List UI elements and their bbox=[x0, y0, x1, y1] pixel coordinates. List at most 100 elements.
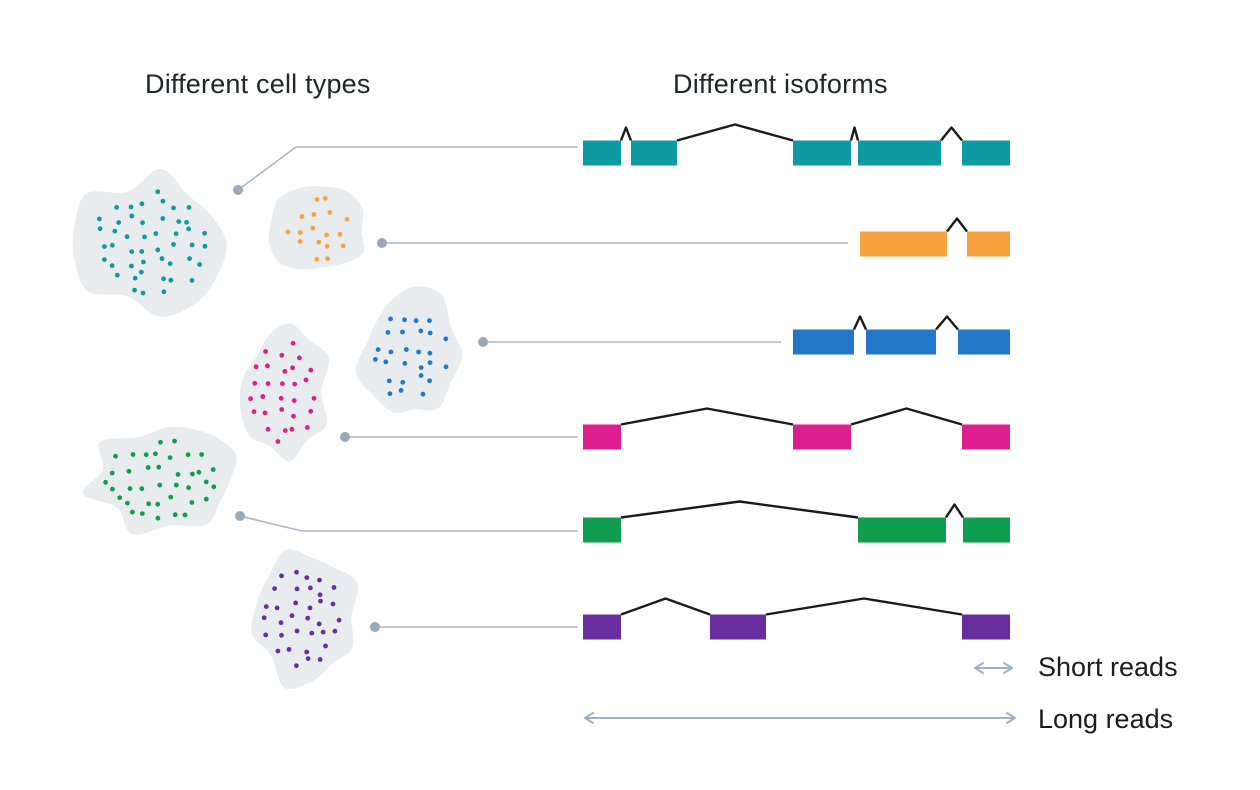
cell-dot bbox=[252, 380, 258, 386]
cell-dot bbox=[400, 329, 405, 335]
exon-block bbox=[793, 329, 854, 355]
cell-dot bbox=[337, 231, 343, 237]
cell-dot bbox=[280, 381, 285, 387]
cell-dot bbox=[418, 365, 424, 370]
intron-line bbox=[946, 217, 968, 233]
cell-dot bbox=[304, 425, 310, 430]
cell-dot bbox=[317, 577, 322, 583]
cell-dot bbox=[146, 501, 152, 507]
cell-dot bbox=[297, 355, 302, 361]
exon-block bbox=[962, 424, 1010, 450]
exon-block bbox=[860, 231, 947, 257]
exon-block bbox=[583, 140, 621, 166]
cell-dot bbox=[186, 485, 192, 491]
cell-dot bbox=[320, 629, 326, 635]
cell-dot bbox=[418, 328, 424, 334]
cell-dot bbox=[130, 509, 135, 515]
connector-dot bbox=[377, 238, 387, 248]
cell-dot bbox=[402, 361, 408, 366]
long-reads-label: Long reads bbox=[1038, 704, 1174, 734]
cell-dot bbox=[155, 501, 161, 507]
teal-connector bbox=[233, 146, 578, 195]
cell-dot bbox=[196, 469, 202, 475]
cell-dot bbox=[126, 468, 132, 474]
cell-dot bbox=[153, 231, 159, 236]
cell-dot bbox=[172, 512, 178, 518]
cell-dot bbox=[308, 408, 314, 414]
cell-dot bbox=[297, 230, 303, 236]
cell-dot bbox=[317, 592, 323, 598]
purple-isoform bbox=[583, 597, 1010, 640]
teal-cell-cluster-blob bbox=[72, 168, 227, 317]
intron-line bbox=[620, 500, 859, 519]
exon-block bbox=[858, 517, 946, 543]
short-reads-arrow-icon bbox=[974, 662, 1013, 674]
cell-dot bbox=[265, 363, 270, 369]
cell-dot bbox=[427, 318, 432, 324]
intron-line bbox=[849, 126, 860, 141]
cell-dot bbox=[443, 336, 449, 342]
cell-dot bbox=[427, 378, 432, 384]
blue-connector bbox=[478, 337, 781, 347]
cell-dot bbox=[308, 367, 314, 373]
cell-dot bbox=[402, 317, 407, 323]
purple-cell-cluster bbox=[251, 549, 359, 690]
exon-block bbox=[583, 614, 621, 640]
cell-dot bbox=[176, 219, 182, 225]
green-cell-cluster bbox=[82, 426, 237, 535]
exon-block bbox=[793, 140, 851, 166]
cell-dot bbox=[282, 428, 288, 433]
cell-dot bbox=[186, 205, 192, 210]
orange-isoform bbox=[860, 217, 1010, 257]
cell-dot bbox=[155, 247, 161, 253]
cell-dot bbox=[173, 231, 179, 237]
cell-dot bbox=[294, 586, 300, 592]
cell-dot bbox=[182, 512, 188, 518]
cell-dot bbox=[260, 394, 266, 399]
cell-dot bbox=[109, 263, 115, 269]
cell-dot bbox=[279, 632, 284, 638]
cell-dot bbox=[211, 484, 217, 490]
cell-dot bbox=[128, 204, 134, 210]
cell-dot bbox=[386, 378, 392, 384]
cell-dot bbox=[304, 575, 310, 580]
orange-cell-cluster bbox=[268, 185, 365, 270]
cell-dot bbox=[261, 615, 267, 621]
connector-dot bbox=[370, 622, 380, 632]
cell-dot bbox=[140, 220, 145, 226]
cell-dot bbox=[279, 352, 285, 358]
cell-dot bbox=[159, 256, 165, 261]
green-connector-line bbox=[239, 515, 578, 532]
cell-dot bbox=[340, 243, 346, 249]
blue-cell-cluster bbox=[355, 286, 463, 413]
cell-dot bbox=[189, 242, 195, 248]
cell-dot bbox=[420, 391, 426, 397]
cell-dot bbox=[139, 511, 145, 516]
cell-dot bbox=[443, 364, 449, 370]
cell-dot bbox=[129, 249, 135, 255]
cell-dot bbox=[210, 467, 216, 472]
cell-dot bbox=[139, 486, 145, 492]
cell-dot bbox=[304, 649, 310, 655]
cell-dot bbox=[275, 439, 281, 444]
blue-cell-cluster-blob bbox=[355, 286, 463, 413]
cell-dot bbox=[291, 398, 297, 403]
cell-dot bbox=[117, 495, 123, 501]
cell-dot bbox=[294, 663, 299, 669]
cell-dot bbox=[274, 605, 280, 611]
cell-dot bbox=[158, 439, 163, 445]
cell-dot bbox=[171, 242, 176, 247]
cell-dot bbox=[289, 426, 295, 432]
cell-dot bbox=[109, 470, 115, 476]
exon-block bbox=[962, 140, 1010, 166]
purple-cell-cluster-blob bbox=[251, 549, 359, 690]
cell-dot bbox=[142, 234, 147, 240]
cell-dot bbox=[190, 471, 195, 477]
cell-dot bbox=[263, 632, 269, 638]
cell-dot bbox=[309, 630, 315, 636]
cell-dot bbox=[112, 228, 118, 234]
exon-block bbox=[963, 517, 1010, 543]
cell-dot bbox=[129, 213, 135, 219]
